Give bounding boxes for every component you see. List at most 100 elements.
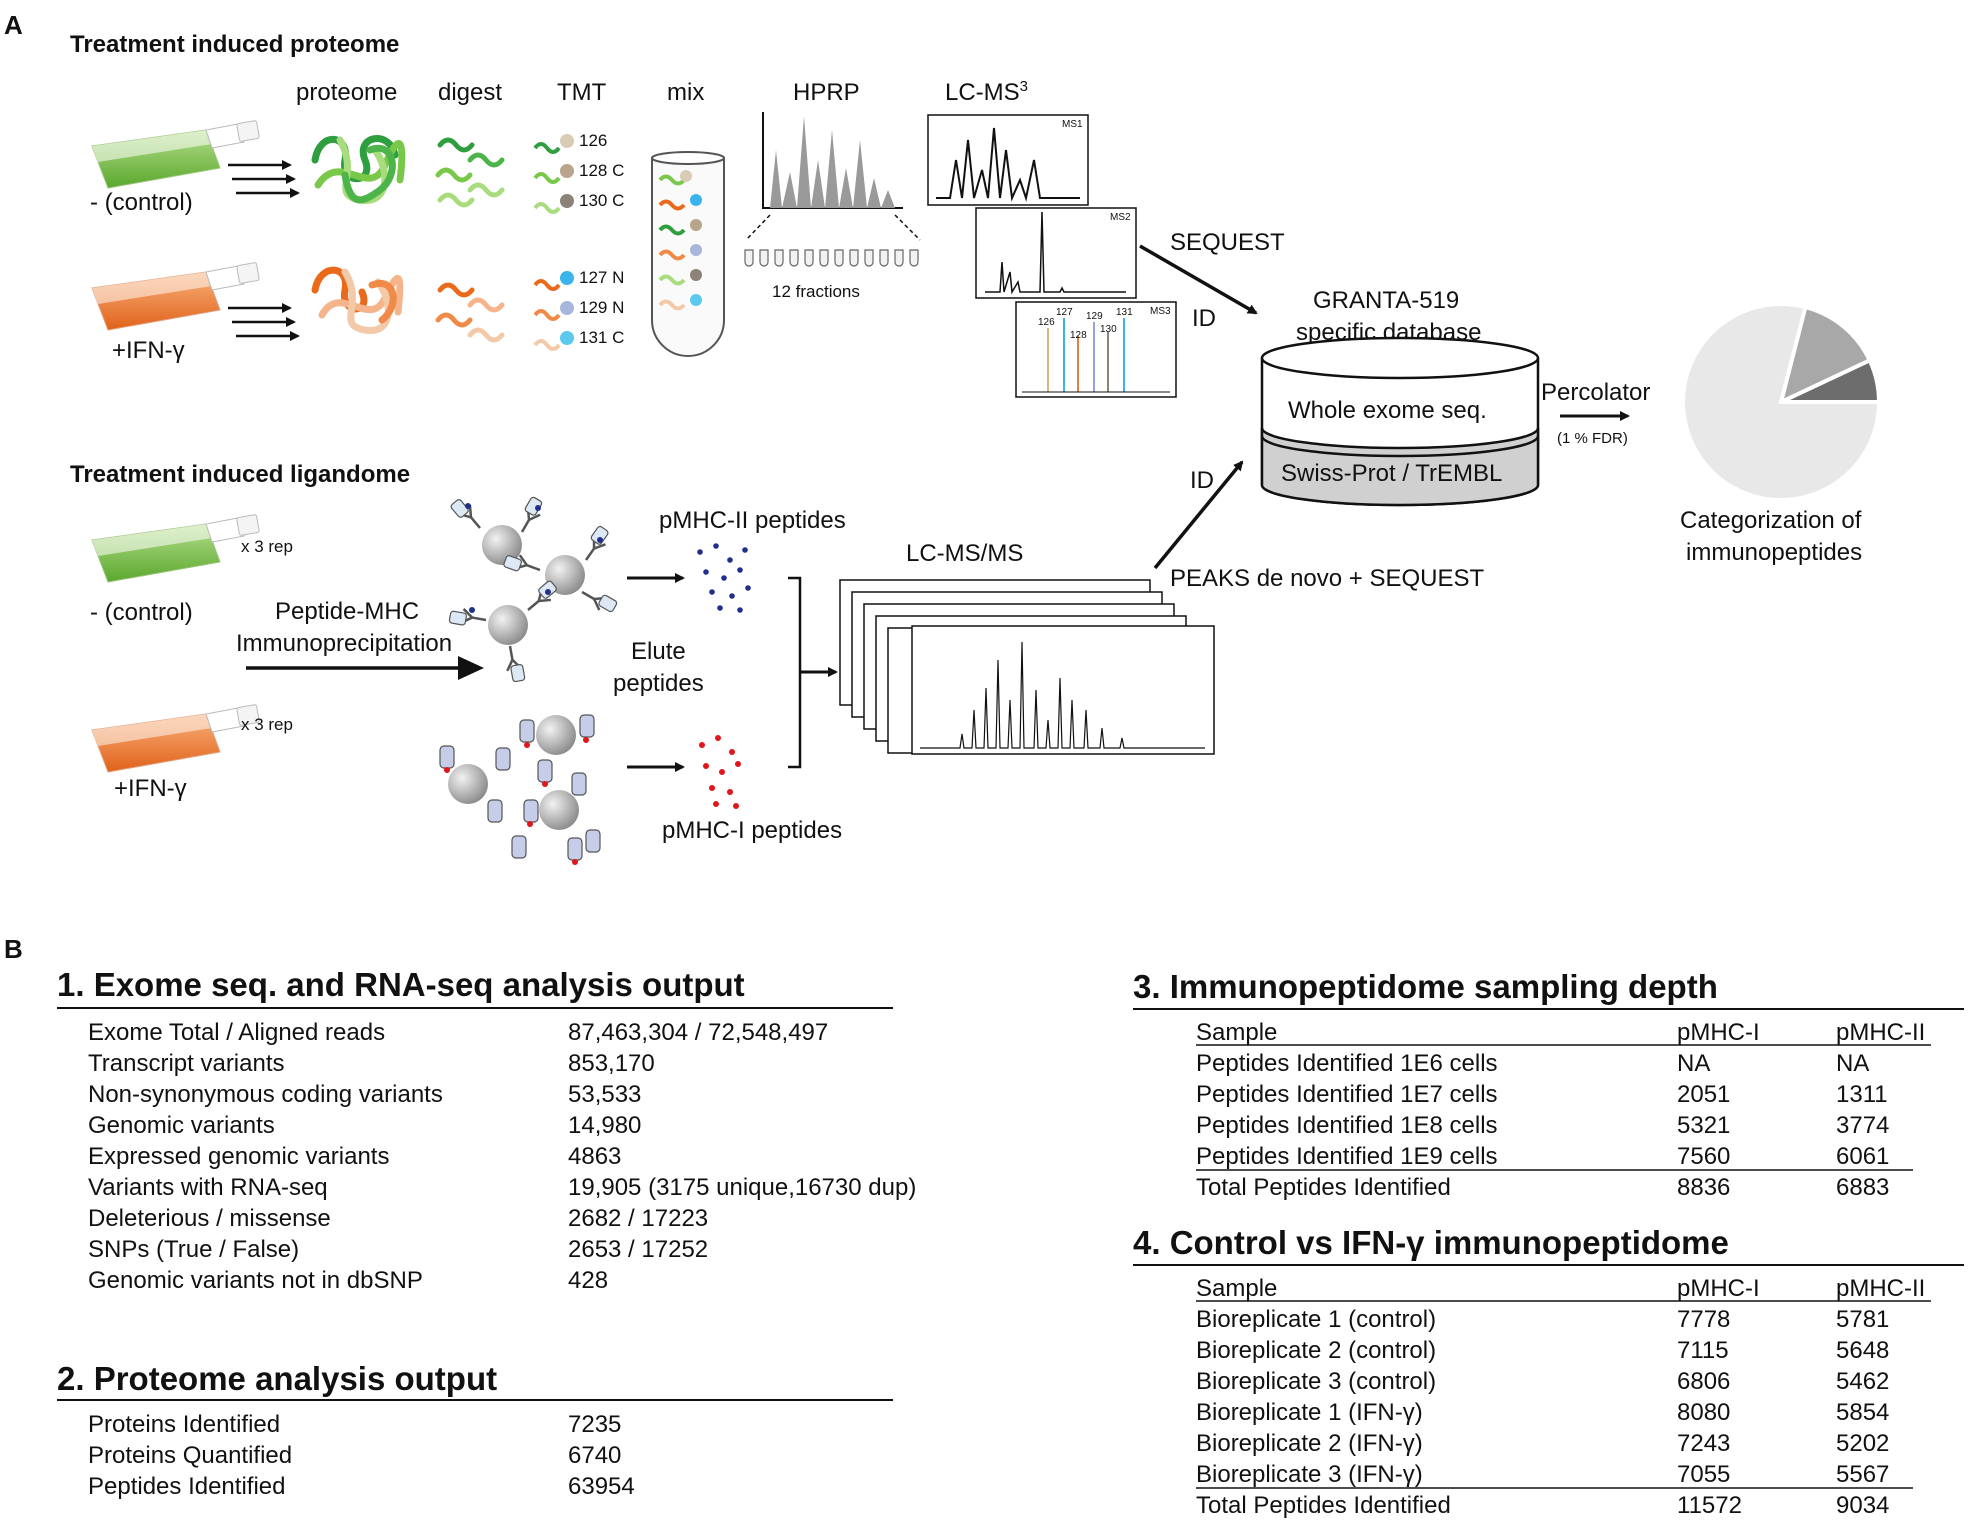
table-cell: 5462	[1836, 1368, 1889, 1395]
ms3-reporter-130: 130	[1100, 324, 1117, 335]
ms3-label: MS3	[1150, 306, 1171, 317]
hprp-chromatogram	[744, 112, 921, 267]
table-header-cell: pMHC-II	[1836, 1275, 1925, 1302]
ms3-reporter-127: 127	[1056, 307, 1073, 318]
ifn-proteome-icon	[311, 266, 404, 334]
table-row-label: Exome Total / Aligned reads	[88, 1019, 385, 1046]
table-cell: 5321	[1677, 1112, 1730, 1139]
table-cell: Bioreplicate 1 (IFN-γ)	[1196, 1399, 1423, 1426]
ms3-reporter-129: 129	[1086, 311, 1103, 322]
table-header-cell: Sample	[1196, 1275, 1277, 1302]
table-total-cell: 9034	[1836, 1492, 1889, 1519]
merge-bracket	[788, 576, 802, 769]
categorization-pie-chart	[1681, 302, 1882, 502]
table-cell: 5567	[1836, 1461, 1889, 1488]
control-label: - (control)	[90, 189, 193, 216]
table-cell: 7778	[1677, 1306, 1730, 1333]
step-tmt: TMT	[557, 79, 607, 106]
id-label-top: ID	[1192, 305, 1216, 332]
tmt-tag-129n: 129 N	[579, 298, 624, 317]
table-cell: NA	[1677, 1050, 1710, 1077]
db-title-1: GRANTA-519	[1313, 287, 1459, 314]
ms2-spectrum	[975, 207, 1137, 299]
table-row-value: 63954	[568, 1473, 635, 1500]
tmt-tag-126: 126	[579, 131, 607, 150]
ligandome-ifn-flask-icon	[91, 703, 260, 773]
pie-slice-mid	[1778, 304, 1873, 406]
peaks-label: PEAKS de novo + SEQUEST	[1170, 565, 1484, 592]
table-cell: 5648	[1836, 1337, 1889, 1364]
rep-label-control: x 3 rep	[241, 537, 293, 556]
table-row-label: Genomic variants	[88, 1112, 275, 1139]
table-row-value: 14,980	[568, 1112, 641, 1139]
triple-arrow-control	[228, 160, 300, 198]
ms1-label: MS1	[1062, 119, 1083, 130]
table-row-value: 428	[568, 1267, 608, 1294]
lcmsms-spectra-stack	[839, 579, 1215, 755]
table-row-label: Peptides Identified	[88, 1473, 285, 1500]
table-row-value: 853,170	[568, 1050, 655, 1077]
sequest-arrow	[1139, 244, 1258, 315]
ifn-digest-icon	[435, 282, 505, 343]
table1-title: 1. Exome seq. and RNA-seq analysis outpu…	[57, 966, 745, 1003]
table-header-cell: Sample	[1196, 1019, 1277, 1046]
table-cell: Peptides Identified 1E6 cells	[1196, 1050, 1498, 1077]
table-row-value: 2653 / 17252	[568, 1236, 708, 1263]
tmt-tag-131c: 131 C	[579, 328, 624, 347]
step-digest: digest	[438, 79, 502, 106]
table-row-value: 19,905 (3175 unique,16730 dup)	[568, 1174, 916, 1201]
proteome-title: Treatment induced proteome	[70, 31, 399, 58]
table-total-cell: 8836	[1677, 1174, 1730, 1201]
table-cell: 2051	[1677, 1081, 1730, 1108]
table-header-cell: pMHC-I	[1677, 1275, 1760, 1302]
table-row-label: Transcript variants	[88, 1050, 285, 1077]
ligandome-title: Treatment induced ligandome	[70, 461, 410, 488]
fractions-label: 12 fractions	[772, 282, 860, 301]
table-cell: 5202	[1836, 1430, 1889, 1457]
pmhc1-peptide-dots	[699, 735, 741, 809]
ligandome-control-flask-icon	[91, 513, 260, 583]
table-row-label: Variants with RNA-seq	[88, 1174, 328, 1201]
table-row-value: 53,533	[568, 1081, 641, 1108]
table-cell: 7115	[1677, 1337, 1729, 1364]
ms2-label: MS2	[1110, 212, 1131, 223]
table-row-value: 4863	[568, 1143, 621, 1170]
table-row-value: 87,463,304 / 72,548,497	[568, 1019, 828, 1046]
step-hprp: HPRP	[793, 79, 860, 106]
table-row-value: 2682 / 17223	[568, 1205, 708, 1232]
table-row-label: Non-synonymous coding variants	[88, 1081, 443, 1108]
step-proteome: proteome	[296, 79, 397, 106]
table-cell: 1311	[1836, 1081, 1888, 1108]
panel-a-label: A	[4, 10, 23, 40]
table4-rows: Sample pMHC-I pMHC-II Bioreplicate 1 (contr…	[1196, 1275, 1931, 1519]
db-exome: Whole exome seq.	[1288, 397, 1487, 424]
table-cell: Peptides Identified 1E8 cells	[1196, 1112, 1498, 1139]
table-total-cell: 11572	[1677, 1492, 1742, 1519]
table-total-cell: Total Peptides Identified	[1196, 1492, 1451, 1519]
table-cell: 5854	[1836, 1399, 1889, 1426]
pie-slice-main	[1681, 302, 1882, 502]
table-row-label: SNPs (True / False)	[88, 1236, 299, 1263]
step-lcms3: LC-MS3	[945, 78, 1028, 106]
table-cell: 3774	[1836, 1112, 1889, 1139]
table-cell: Peptides Identified 1E9 cells	[1196, 1143, 1498, 1170]
tmt-tag-127n: 127 N	[579, 268, 624, 287]
percolator-label: Percolator	[1541, 379, 1650, 406]
elute-label-1: Elute	[631, 638, 686, 665]
pmhc2-label: pMHC-II peptides	[659, 507, 846, 534]
table-cell: Bioreplicate 1 (control)	[1196, 1306, 1436, 1333]
mix-tube-icon	[651, 151, 725, 357]
ip-label-1: Peptide-MHC	[275, 598, 419, 625]
category-label-1: Categorization of	[1680, 507, 1862, 534]
step-mix: mix	[667, 79, 704, 106]
ligandome-ifn-label: +IFN-γ	[114, 775, 187, 802]
tmt-ifn-tags	[533, 271, 574, 351]
table-row-label: Proteins Identified	[88, 1411, 280, 1438]
table-row-label: Expressed genomic variants	[88, 1143, 389, 1170]
ip-label-2: Immunoprecipitation	[236, 630, 452, 657]
table-cell: Bioreplicate 2 (control)	[1196, 1337, 1436, 1364]
table-cell: 8080	[1677, 1399, 1730, 1426]
